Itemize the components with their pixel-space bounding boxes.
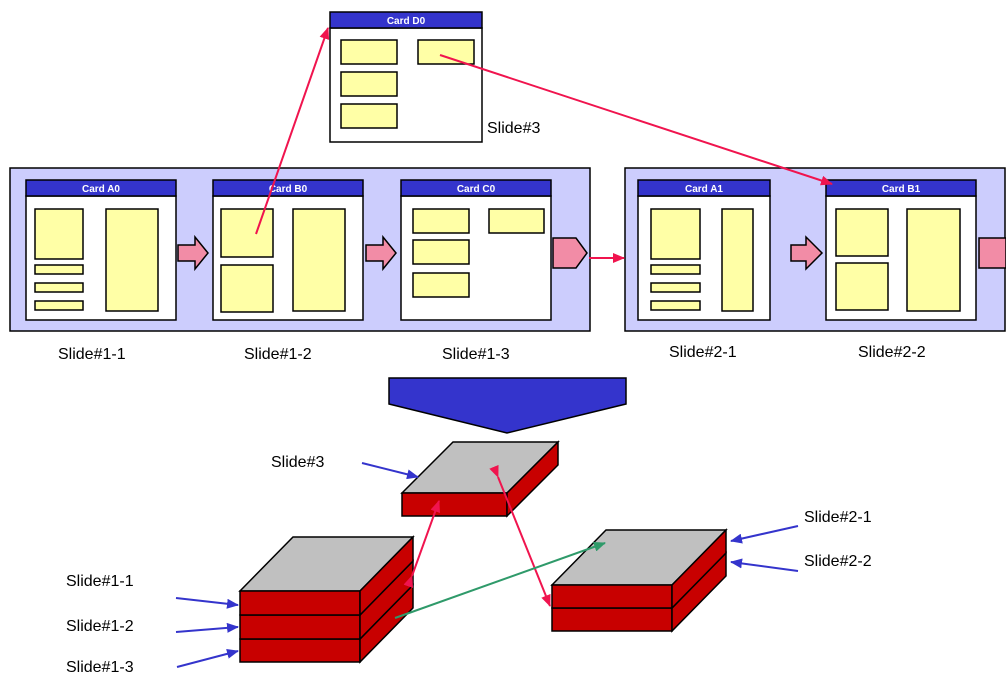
label-slide-1-2: Slide#1-2: [244, 346, 312, 363]
stack-slide-3: [400, 440, 560, 518]
label-slide-2-1: Slide#2-1: [669, 344, 737, 361]
flow-arrow-b0-c0: [365, 234, 397, 272]
card-b0-title: Card B0: [269, 184, 308, 195]
link-arrow-slide1-slide3: [403, 500, 440, 589]
card-b1: Card B1: [825, 179, 977, 321]
card-d0: Card D0: [329, 11, 483, 143]
label-slide-1-1: Slide#1-1: [58, 346, 126, 363]
card-b1-title: Card B1: [882, 184, 921, 195]
card-b0: Card B0: [212, 179, 364, 321]
link-arrow-b0-to-d0: [255, 27, 330, 235]
lower-label-slide-1-1: Slide#1-1: [66, 573, 134, 590]
label-slide-1-3: Slide#1-3: [442, 346, 510, 363]
flow-arrow-a0-b0: [177, 234, 209, 272]
stack-slide-2: [550, 528, 728, 633]
lower-label-slide-2-1: Slide#2-1: [804, 509, 872, 526]
lower-label-slide-2-2: Slide#2-2: [804, 553, 872, 570]
flow-arrow-c0-out: [552, 237, 588, 269]
card-a1: Card A1: [637, 179, 771, 321]
pointer-slide-3: [361, 462, 419, 480]
card-c0: Card C0: [400, 179, 552, 321]
link-arrow-slide1-slide2: [394, 541, 606, 619]
stack-slide-1: [238, 535, 415, 664]
lower-label-slide-1-3: Slide#1-3: [66, 659, 134, 676]
link-arrow-d0-to-b1: [439, 54, 833, 186]
card-d0-title: Card D0: [387, 16, 426, 27]
transform-arrow: [388, 377, 627, 434]
pointer-slide-2-1: [730, 525, 799, 544]
pointer-slide-1-1: [175, 597, 239, 609]
lower-label-slide-3: Slide#3: [271, 454, 324, 471]
label-slide-2-2: Slide#2-2: [858, 344, 926, 361]
pointer-slide-1-2: [175, 622, 239, 633]
flow-arrow-a1-b1: [790, 235, 824, 271]
pointer-slide-2-2: [730, 558, 799, 572]
card-a0: Card A0: [25, 179, 177, 321]
card-c0-title: Card C0: [457, 184, 496, 195]
card-a0-title: Card A0: [82, 184, 120, 195]
lower-label-slide-1-2: Slide#1-2: [66, 618, 134, 635]
flow-arrow-b1-out: [978, 237, 1006, 269]
label-slide-3: Slide#3: [487, 120, 540, 137]
card-a1-title: Card A1: [685, 184, 723, 195]
link-arrow-slide3-slide2: [489, 464, 551, 607]
pointer-slide-1-3: [176, 648, 239, 668]
